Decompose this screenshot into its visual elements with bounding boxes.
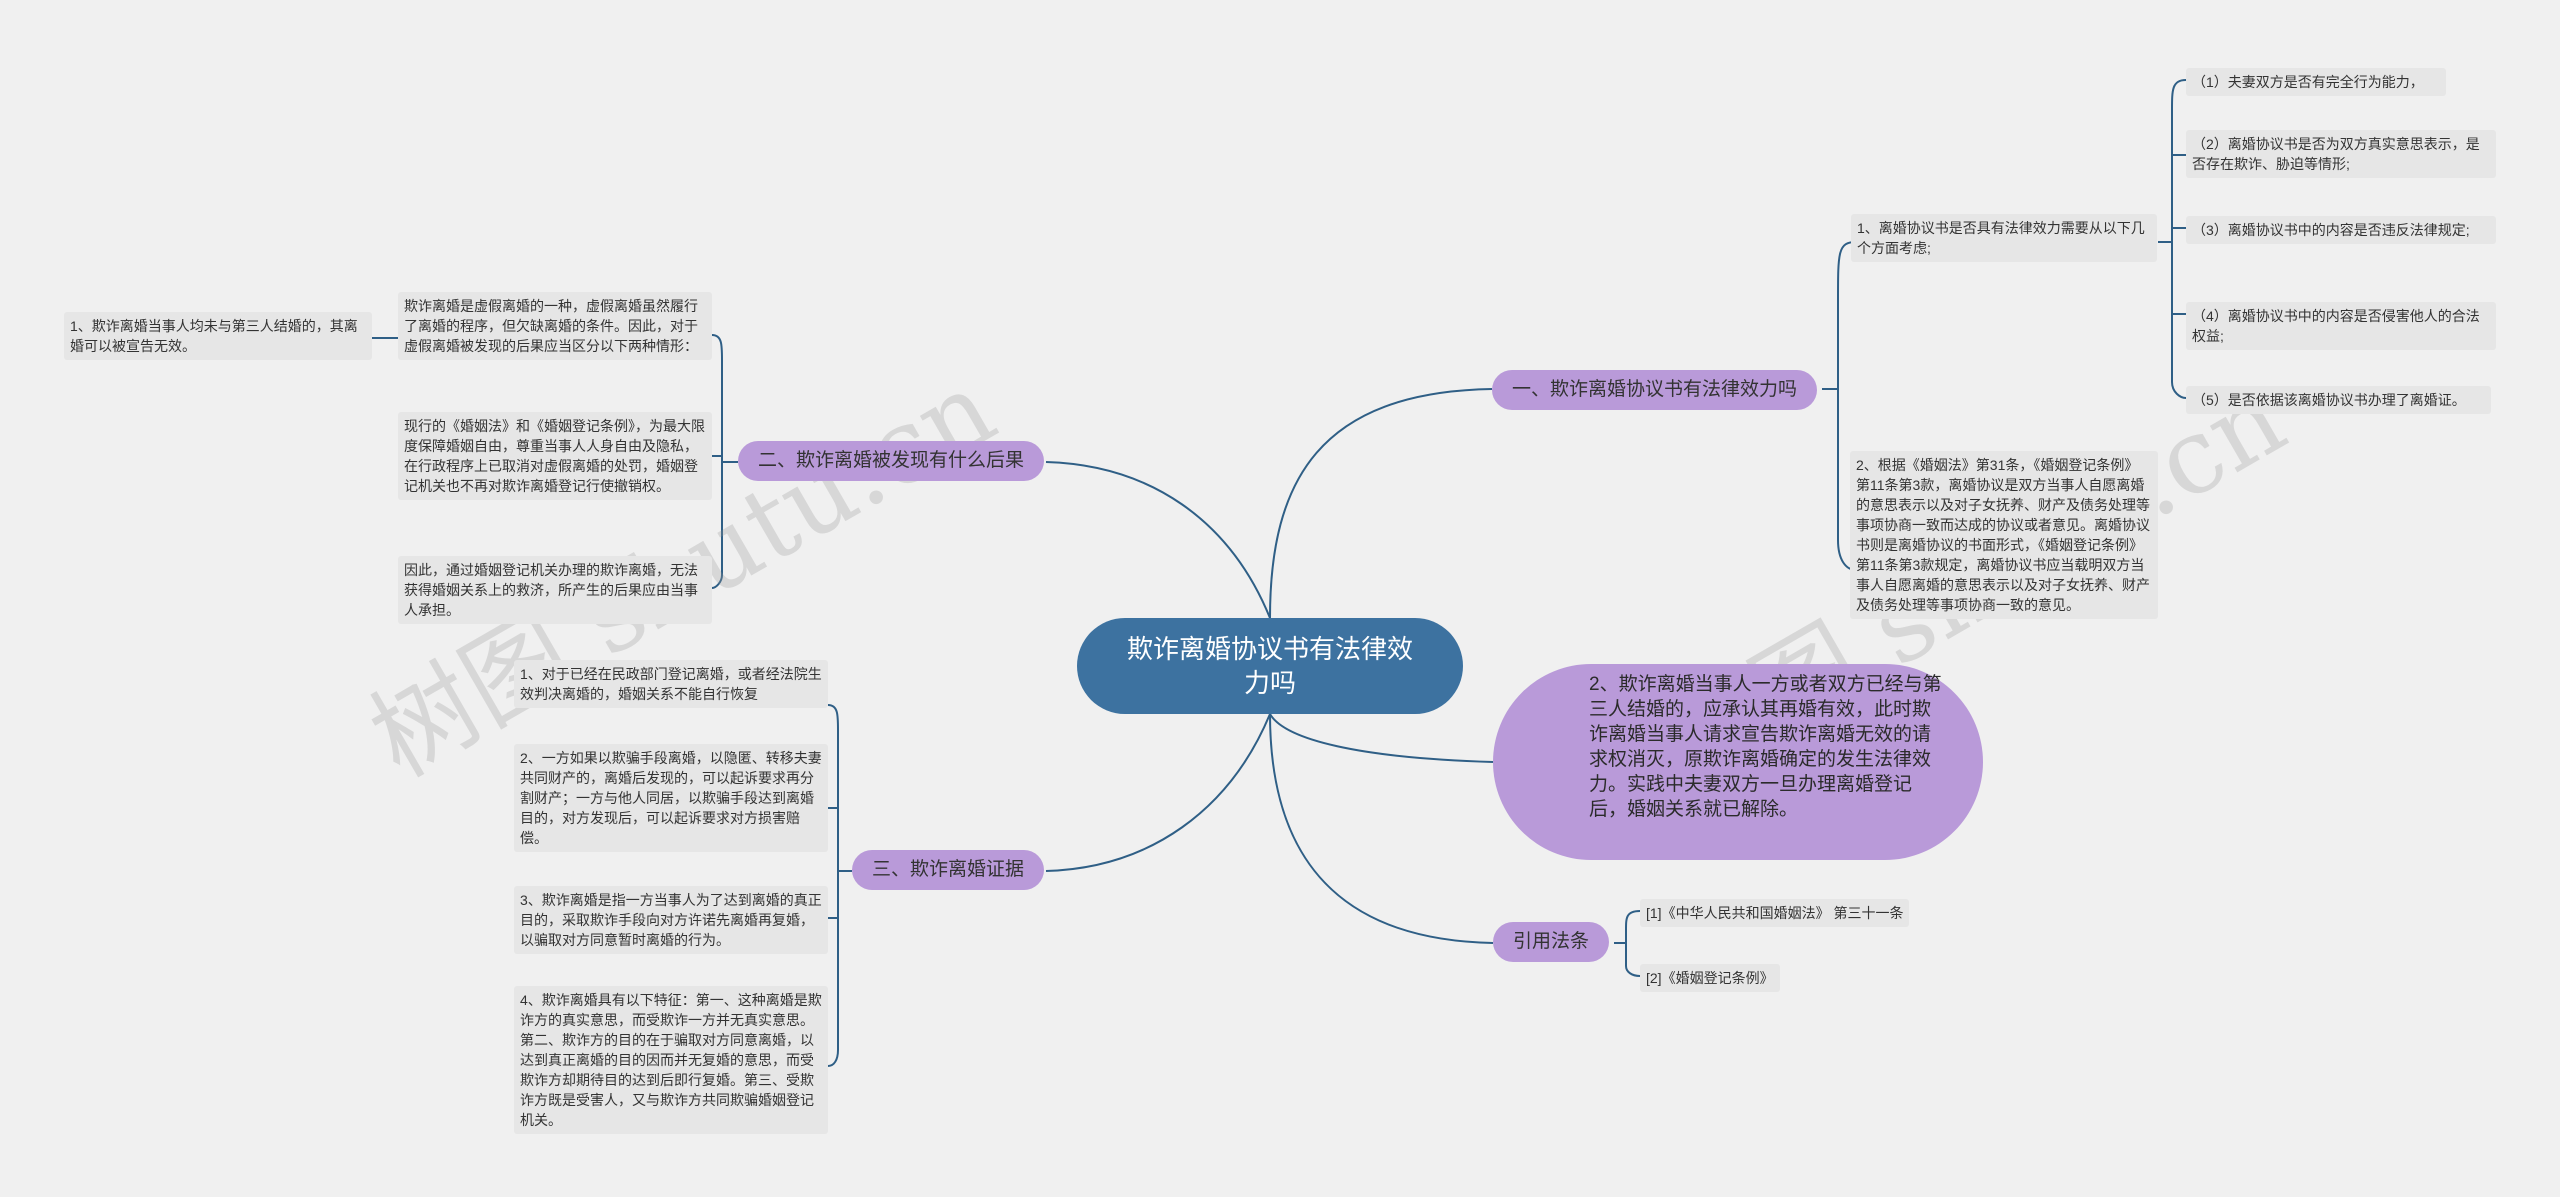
consideration-item[interactable]: （5）是否依据该离婚协议书办理了离婚证。 [2186,386,2491,414]
branch-cited-laws[interactable]: 引用法条 [1493,922,1610,962]
consideration-item[interactable]: （3）离婚协议书中的内容是否违反法律规定; [2186,216,2496,244]
branch-legal-validity[interactable]: 一、欺诈离婚协议书有法律效力吗 [1492,370,1818,410]
law-citation[interactable]: [1]《中华人民共和国婚姻法》 第三十一条 [1640,899,1910,927]
branch-label: 引用法条 [1513,931,1590,952]
marriage-law-article[interactable]: 2、根据《婚姻法》第31条，《婚姻登记条例》第11条第3款，离婚协议是双方当事人… [1850,451,2158,619]
consequence-item[interactable]: 现行的《婚姻法》和《婚姻登记条例》，为最大限度保障婚姻自由，尊重当事人人身自由及… [398,412,712,500]
branch-remarriage-validity[interactable]: 2、欺诈离婚当事人一方或者双方已经与第三人结婚的，应承认其再婚有效，此时欺诈离婚… [1493,664,1983,860]
branch-label: 二、欺诈离婚被发现有什么后果 [758,450,1025,471]
validity-considerations[interactable]: 1、离婚协议书是否具有法律效力需要从以下几个方面考虑; [1851,214,2157,262]
consideration-item[interactable]: （2）离婚协议书是否为双方真实意思表示，是否存在欺诈、胁迫等情形; [2186,130,2496,178]
central-topic-label: 欺诈离婚协议书有法律效力吗 [1126,634,1413,698]
branch-evidence[interactable]: 三、欺诈离婚证据 [852,850,1045,890]
consequence-item[interactable]: 因此，通过婚姻登记机关办理的欺诈离婚，无法获得婚姻关系上的救济，所产生的后果应由… [398,556,712,624]
central-topic[interactable]: 欺诈离婚协议书有法律效力吗 [1077,618,1463,714]
consideration-item[interactable]: （4）离婚协议书中的内容是否侵害他人的合法权益; [2186,302,2496,350]
evidence-item[interactable]: 3、欺诈离婚是指一方当事人为了达到离婚的真正目的，采取欺诈手段向对方许诺先离婚再… [514,886,828,954]
law-citation[interactable]: [2]《婚姻登记条例》 [1640,964,1780,992]
branch-consequences[interactable]: 二、欺诈离婚被发现有什么后果 [738,441,1045,481]
evidence-item[interactable]: 1、对于已经在民政部门登记离婚，或者经法院生效判决离婚的，婚姻关系不能自行恢复 [514,660,828,708]
void-divorce-note[interactable]: 1、欺诈离婚当事人均未与第三人结婚的，其离婚可以被宣告无效。 [64,312,372,360]
branch-label: 2、欺诈离婚当事人一方或者双方已经与第三人结婚的，应承认其再婚有效，此时欺诈离婚… [1589,674,1942,820]
branch-label: 三、欺诈离婚证据 [872,859,1025,880]
consequence-item[interactable]: 欺诈离婚是虚假离婚的一种，虚假离婚虽然履行了离婚的程序，但欠缺离婚的条件。因此，… [398,292,712,360]
evidence-item[interactable]: 2、一方如果以欺骗手段离婚，以隐匿、转移夫妻共同财产的，离婚后发现的，可以起诉要… [514,744,828,852]
evidence-item[interactable]: 4、欺诈离婚具有以下特征：第一、这种离婚是欺诈方的真实意思，而受欺诈一方并无真实… [514,986,828,1134]
branch-label: 一、欺诈离婚协议书有法律效力吗 [1512,379,1798,400]
consideration-item[interactable]: （1）夫妻双方是否有完全行为能力， [2186,68,2446,96]
